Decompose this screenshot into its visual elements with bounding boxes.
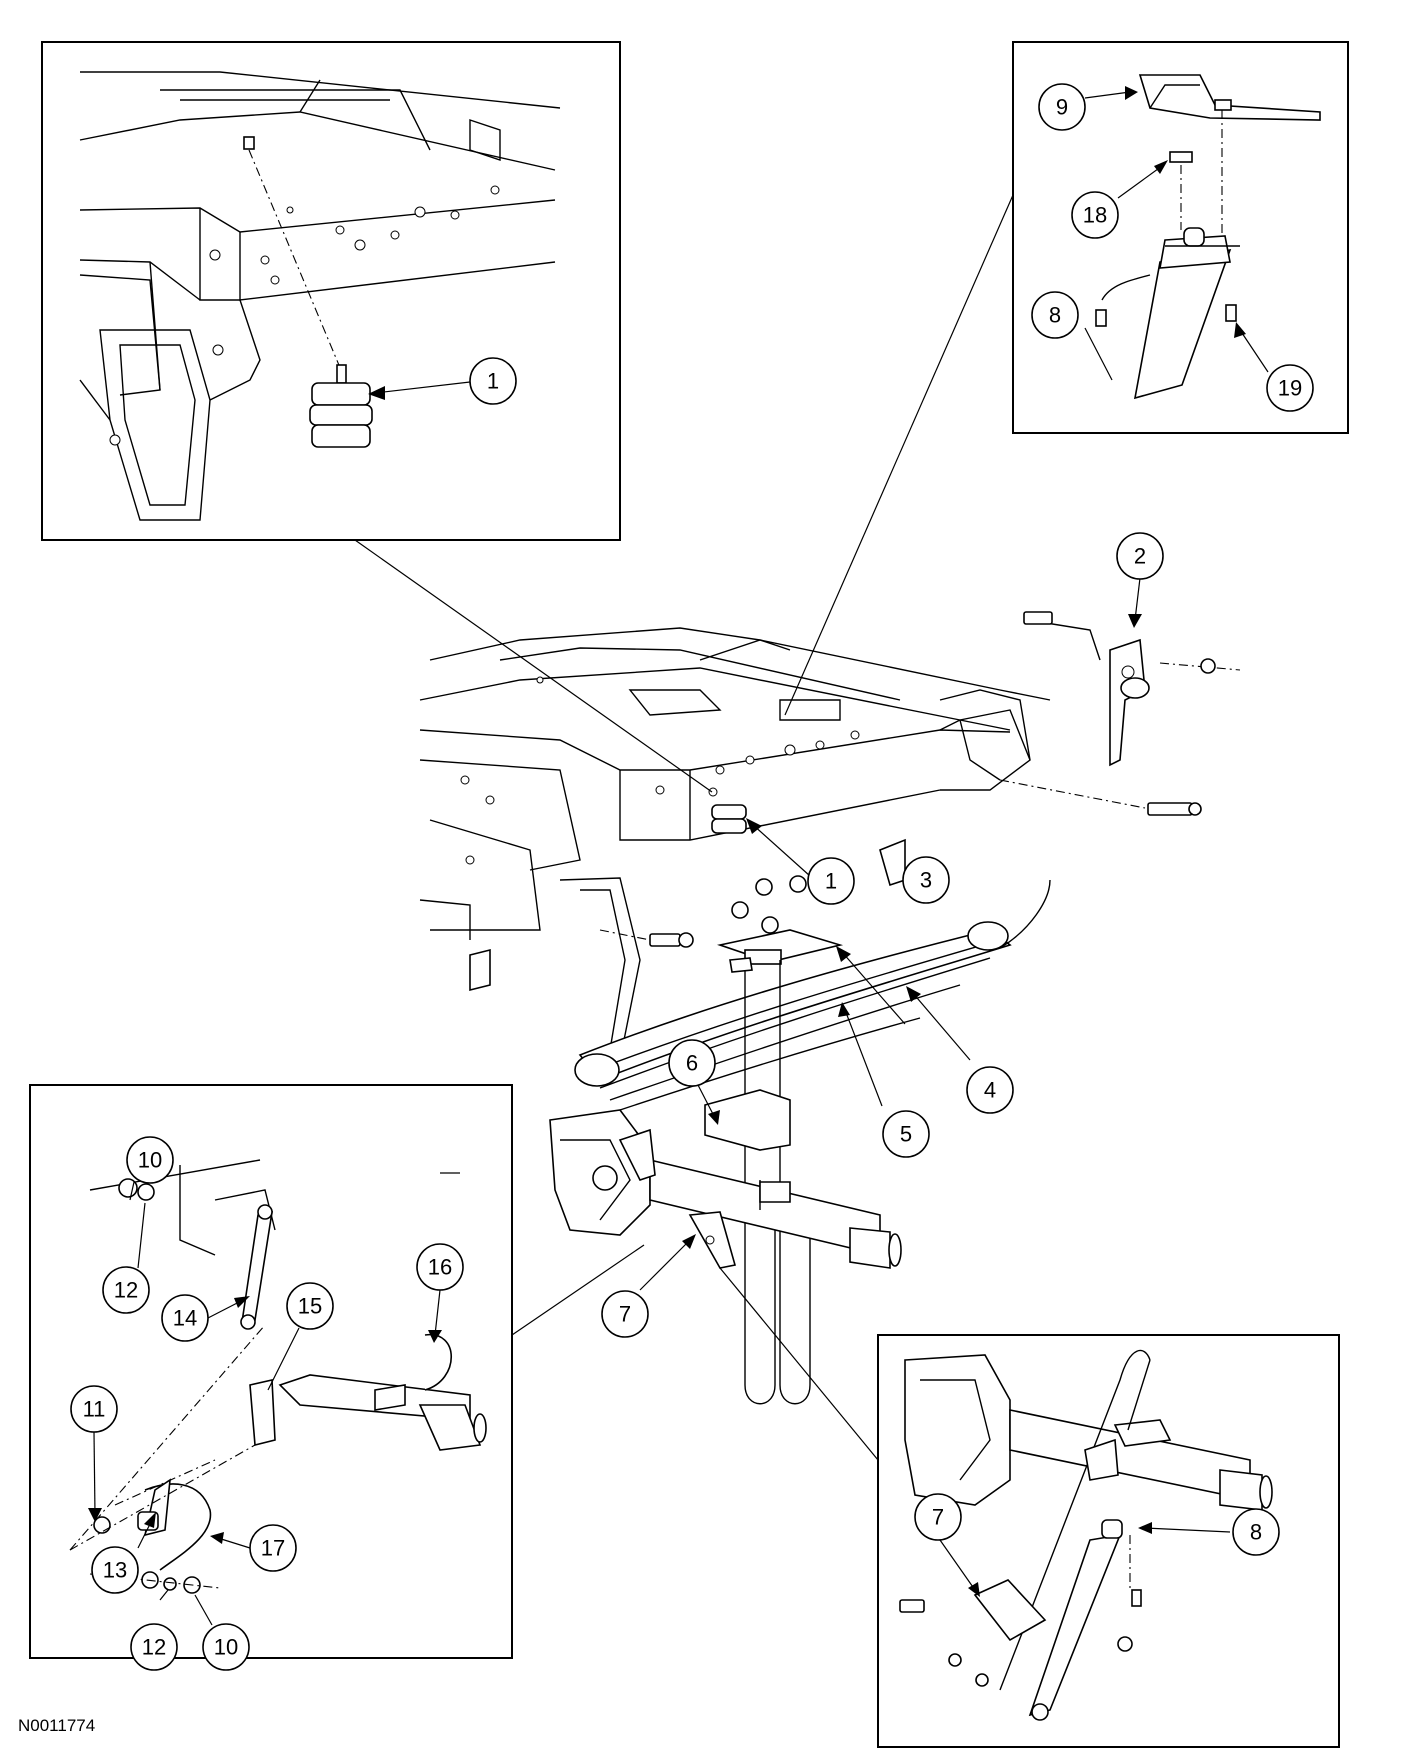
spring-shackle [999, 611, 1241, 816]
callout-15-label: 15 [298, 1294, 322, 1319]
callout-18: 18 [1071, 191, 1119, 239]
callout-1-inset-label: 1 [487, 369, 499, 394]
callout-10-bottom: 10 [202, 1623, 250, 1671]
callout-7-inset: 7 [914, 1493, 962, 1541]
jounce-bumper-main [708, 787, 747, 834]
callout-13: 13 [91, 1546, 139, 1594]
inset-frame-jounce-bumper [41, 41, 621, 541]
callout-11-label: 11 [83, 1397, 106, 1422]
callout-11: 11 [70, 1385, 118, 1433]
spring-front-hanger-bolt [599, 929, 694, 948]
document-id: N0011774 [18, 1716, 96, 1735]
inset-leader-lines [354, 194, 1014, 1461]
callout-17-label: 17 [261, 1536, 285, 1561]
callout-2: 2 [1116, 532, 1164, 580]
callout-7-main: 7 [601, 1290, 649, 1338]
callout-19: 19 [1266, 364, 1314, 412]
callout-2-label: 2 [1134, 544, 1146, 569]
shock-upper-inset-drawing [1095, 74, 1321, 400]
callout-12-bottom-label: 12 [142, 1635, 166, 1660]
callout-1-main-label: 1 [825, 869, 837, 894]
callout-14: 14 [161, 1294, 209, 1342]
callout-12-top: 12 [102, 1266, 150, 1314]
callout-16: 16 [416, 1243, 464, 1291]
rear-axle [549, 1109, 902, 1269]
spring-spacer [704, 1089, 791, 1151]
callout-3: 3 [902, 856, 950, 904]
callout-4: 4 [966, 1066, 1014, 1114]
callout-10-top: 10 [126, 1136, 174, 1184]
callout-4-label: 4 [984, 1078, 996, 1103]
main-frame-assembly [419, 627, 1051, 1061]
callout-6: 6 [668, 1039, 716, 1087]
callout-8-bottom: 8 [1232, 1508, 1280, 1556]
callout-3-label: 3 [920, 868, 932, 893]
callout-1-inset: 1 [469, 357, 517, 405]
inset-frame-shock-lower [877, 1334, 1340, 1748]
callout-16-label: 16 [428, 1255, 452, 1280]
spring-plate-and-nuts [716, 875, 844, 973]
callout-13-label: 13 [103, 1558, 127, 1583]
callout-10-top-label: 10 [138, 1148, 162, 1173]
callout-14-label: 14 [173, 1306, 197, 1331]
inset-frame-shock-upper [1012, 41, 1349, 434]
callout-12-top-label: 12 [114, 1278, 138, 1303]
callout-10-bottom-label: 10 [214, 1635, 238, 1660]
callout-7-main-label: 7 [619, 1302, 631, 1327]
callout-17: 17 [249, 1524, 297, 1572]
inset-frame-stabilizer-bar [29, 1084, 513, 1659]
callout-7-inset-label: 7 [932, 1505, 944, 1530]
callout-8-top: 8 [1031, 291, 1079, 339]
inset-frame-rail-drawing [79, 71, 561, 521]
callout-8-bottom-label: 8 [1250, 1520, 1262, 1545]
stabilizer-bar-bracket-main [469, 838, 906, 992]
callout-5: 5 [882, 1110, 930, 1158]
u-bolts [744, 960, 811, 1405]
jounce-bumper-inset [243, 136, 373, 448]
callout-5-label: 5 [900, 1122, 912, 1147]
callout-arrows [88, 86, 1269, 1626]
callout-9-label: 9 [1056, 95, 1068, 120]
callout-1-main: 1 [807, 857, 855, 905]
callout-12-bottom: 12 [130, 1623, 178, 1671]
shock-lower-inset-drawing [899, 1349, 1273, 1721]
callout-19-label: 19 [1278, 376, 1302, 401]
callout-15: 15 [286, 1282, 334, 1330]
callout-6-label: 6 [686, 1051, 698, 1076]
callout-8-top-label: 8 [1049, 303, 1061, 328]
callout-18-label: 18 [1083, 203, 1107, 228]
callout-9: 9 [1038, 83, 1086, 131]
